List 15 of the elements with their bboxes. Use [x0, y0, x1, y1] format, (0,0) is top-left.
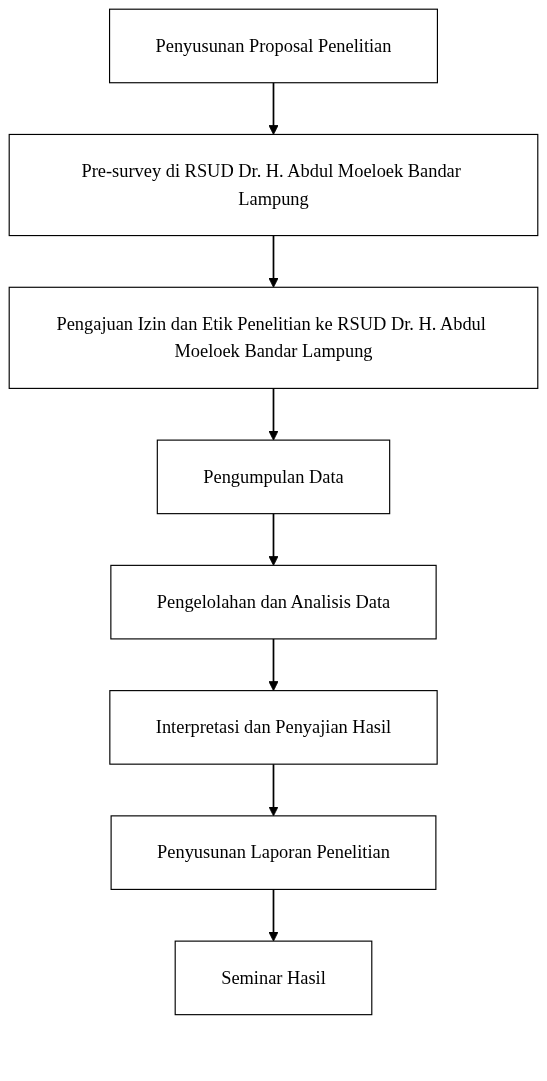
arrow — [268, 234, 279, 288]
node-box: Pre-survey di RSUD Dr. H. Abdul Moeloek Bandar Lampung — [8, 133, 539, 237]
node-box: Penyusunan Proposal Penelitian — [109, 8, 438, 84]
arrow — [268, 888, 279, 942]
arrow — [268, 512, 279, 566]
node-box: Penyusunan Laporan Penelitian — [110, 815, 437, 890]
arrow — [268, 387, 279, 441]
arrow — [268, 81, 279, 135]
node-box: Pengumpulan Data — [156, 439, 391, 515]
arrow — [268, 638, 279, 692]
node-box: Pengelolahan dan Analisis Data — [110, 564, 437, 640]
arrow — [268, 763, 279, 817]
node-box: Seminar Hasil — [174, 940, 373, 1016]
node-box: Interpretasi dan Penyajian Hasil — [109, 690, 438, 765]
node-box: Pengajuan Izin dan Etik Penelitian ke RSUD Dr. H. Abdul Moeloek Bandar Lampung — [8, 286, 539, 389]
